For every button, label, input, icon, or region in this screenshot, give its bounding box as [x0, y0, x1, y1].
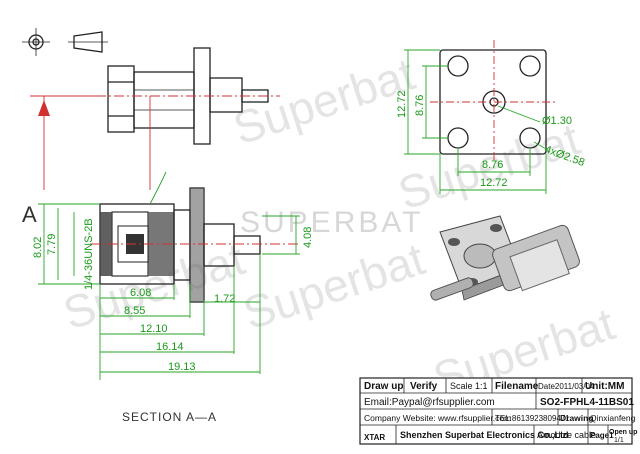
tb-verify: Verify — [410, 381, 438, 392]
tb-logo: XTAR — [364, 433, 385, 442]
arrow-up-icon — [38, 100, 50, 116]
tb-scale: Scale 1:1 — [450, 381, 488, 391]
title-block: Draw up Verify Scale 1:1 Filename Date20… — [359, 377, 637, 445]
tb-part-no: SO2-FPHL4-11BS01 — [540, 397, 634, 408]
tb-open-up: Open up — [609, 429, 637, 436]
section-view — [90, 171, 300, 303]
section-marker: A — [22, 95, 151, 227]
tb-unit: Unit:MM — [585, 381, 624, 392]
section-marker-label: A — [22, 202, 37, 227]
watermark-text: Superbat — [227, 47, 421, 154]
dim-len-1913: 19.13 — [168, 361, 196, 373]
section-caption: SECTION A—A — [122, 410, 217, 424]
tb-email: Email:Paypal@rfsupplier.com — [364, 397, 495, 408]
tb-company: Shenzhen Superbat Electronics Co.,Ltd — [400, 430, 569, 440]
tb-page-count: 1/1 — [614, 437, 624, 444]
tb-drawer: Qinxianfeng — [590, 413, 636, 423]
dim-pin-408: 4.08 — [302, 227, 314, 248]
connector-3d-render — [430, 215, 580, 301]
dim-len-172: 1.72 — [214, 293, 235, 305]
tb-filename-label: Filename — [495, 381, 539, 392]
tb-anodize: Amodize cable — [537, 430, 596, 440]
tb-date: Date2011/03/04 — [538, 382, 595, 391]
dim-flange-width-inner: 8.76 — [482, 159, 503, 171]
projection-symbol — [22, 28, 108, 56]
dim-thread: 1/4-36UNS-2B — [83, 218, 95, 290]
tb-draw-up: Draw up — [364, 381, 403, 392]
tb-tel: TEL:8613923809471 — [495, 414, 570, 423]
tb-website: Company Website: www.rfsupplier.com — [364, 413, 511, 423]
section-dimensions: 8.02 7.79 1/4-36UNS-2B 6.08 8.55 12.10 1… — [32, 203, 314, 380]
dim-height-inner: 7.79 — [46, 234, 58, 255]
dim-flange-width-outer: 12.72 — [480, 177, 508, 189]
tb-page: Page1 — [590, 431, 614, 440]
dim-len-1210: 12.10 — [140, 323, 168, 335]
dim-height-outer: 8.02 — [32, 237, 44, 258]
dim-len-1614: 16.14 — [156, 341, 184, 353]
flange-front-view — [430, 40, 556, 162]
dim-flange-height-inner: 8.76 — [414, 95, 426, 116]
dim-len-855: 8.55 — [124, 305, 145, 317]
tb-drawing-label: Drawing — [560, 413, 594, 423]
dim-flange-height-outer: 12.72 — [396, 90, 408, 118]
dim-center-hole: Ø1.30 — [542, 115, 572, 127]
dim-len-608: 6.08 — [130, 287, 151, 299]
watermark-center: SUPERBAT — [240, 206, 423, 239]
connector-side-view-top — [96, 47, 280, 145]
watermark-text: Superbat — [237, 232, 431, 339]
